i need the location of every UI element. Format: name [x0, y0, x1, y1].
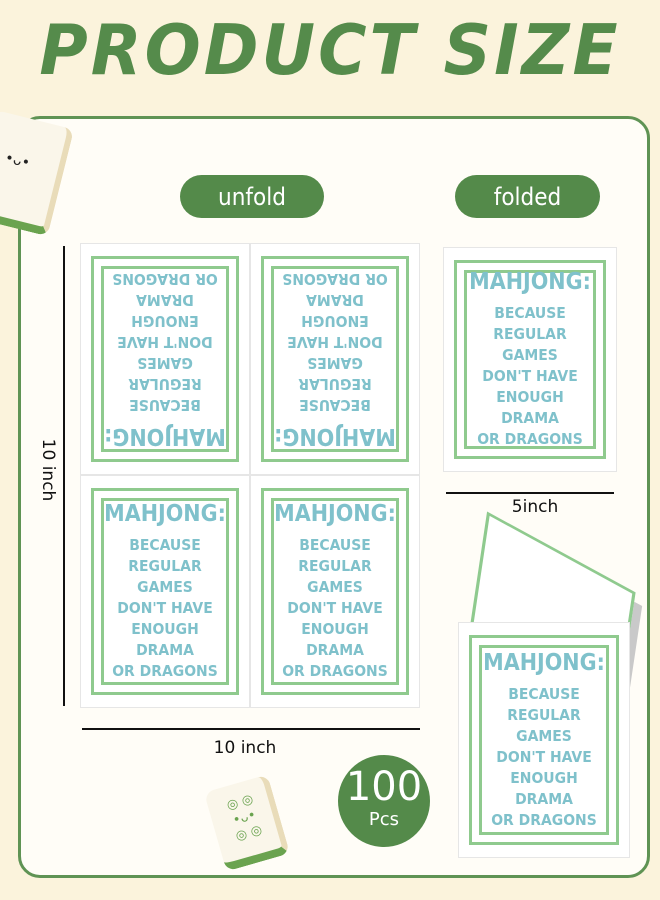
unfold-card-top-right: MAHJONG: BECAUSE REGULAR GAMES DON'T HAVE EN… [250, 243, 420, 475]
card-line: ENOUGH DRAMA [301, 620, 369, 659]
card-heading: MAHJONG: [274, 501, 396, 527]
card-inner-border: MAHJONG: BECAUSE REGULAR GAMES DON'T HAVE EN… [271, 266, 399, 452]
card-inner-border: MAHJONG: BECAUSE REGULAR GAMES DON'T HAVE EN… [101, 266, 229, 452]
card-outer-border: MAHJONG: BECAUSE REGULAR GAMES DON'T HAVE EN… [454, 260, 606, 459]
card-line: ENOUGH DRAMA [496, 388, 564, 427]
card-heading: MAHJONG: [483, 649, 605, 676]
card-line: OR DRAGONS [477, 430, 583, 448]
unfold-card-bottom-left: MAHJONG: BECAUSE REGULAR GAMES DON'T HAVE EN… [80, 475, 250, 708]
folded-label: folded [455, 175, 600, 218]
card-line: OR DRAGONS [282, 662, 388, 680]
card-line: BECAUSE [299, 536, 371, 554]
card-line: OR DRAGONS [282, 270, 388, 289]
quantity-unit: Pcs [368, 809, 400, 830]
unfold-label: unfold [180, 175, 324, 218]
card-line: DON'T HAVE [117, 599, 213, 617]
unfold-card-top-left: MAHJONG: BECAUSE REGULAR GAMES DON'T HAVE EN… [80, 243, 250, 475]
card-line: ENOUGH DRAMA [301, 291, 369, 331]
card-line: DON'T HAVE [496, 747, 592, 766]
card-heading: MAHJONG: [469, 269, 591, 295]
card-line: REGULAR GAMES [128, 557, 202, 596]
card-heading: MAHJONG: [104, 423, 226, 450]
card-inner-border: MAHJONG: BECAUSE REGULAR GAMES DON'T HAVE EN… [101, 498, 229, 685]
card-line: BECAUSE [508, 684, 580, 703]
card-outer-border: MAHJONG: BECAUSE REGULAR GAMES DON'T HAVE EN… [91, 488, 239, 695]
card-line: DON'T HAVE [117, 333, 213, 352]
height-label: 10 inch [38, 438, 58, 502]
width-label: 10 inch [213, 738, 277, 758]
card-line: REGULAR GAMES [493, 325, 567, 364]
card-line: ENOUGH DRAMA [131, 620, 199, 659]
card-line: REGULAR GAMES [507, 705, 581, 745]
card-line: REGULAR GAMES [128, 354, 202, 394]
card-line: DON'T HAVE [287, 599, 383, 617]
height-arrow [63, 246, 65, 706]
card-inner-border: MAHJONG: BECAUSE REGULAR GAMES DON'T HAVE EN… [479, 645, 609, 835]
card-line: REGULAR GAMES [298, 354, 372, 394]
folded-width-label: 5inch [511, 497, 559, 517]
card-outer-border: MAHJONG: BECAUSE REGULAR GAMES DON'T HAVE EN… [261, 256, 409, 462]
card-inner-border: MAHJONG: BECAUSE REGULAR GAMES DON'T HAVE EN… [464, 269, 596, 449]
card-outer-border: MAHJONG: BECAUSE REGULAR GAMES DON'T HAVE EN… [261, 488, 409, 695]
card-line: BECAUSE [494, 304, 566, 322]
card-line: BECAUSE [129, 396, 201, 415]
card-line: DON'T HAVE [482, 367, 578, 385]
quantity-badge: 100 Pcs [338, 755, 430, 847]
card-line: REGULAR GAMES [298, 557, 372, 596]
width-arrow [82, 728, 420, 730]
card-line: BECAUSE [129, 536, 201, 554]
card-line: DON'T HAVE [287, 333, 383, 352]
unfold-card-bottom-right: MAHJONG: BECAUSE REGULAR GAMES DON'T HAVE EN… [250, 475, 420, 708]
card-line: OR DRAGONS [112, 270, 218, 289]
card-heading: MAHJONG: [274, 423, 396, 450]
card-line: BECAUSE [299, 396, 371, 415]
page-title: PRODUCT SIZE [39, 10, 621, 91]
card-inner-border: MAHJONG: BECAUSE REGULAR GAMES DON'T HAVE EN… [271, 498, 399, 685]
card-line: OR DRAGONS [491, 810, 597, 829]
card-outer-border: MAHJONG: BECAUSE REGULAR GAMES DON'T HAVE EN… [469, 635, 619, 845]
card-line: OR DRAGONS [112, 662, 218, 680]
folded-width-arrow [446, 492, 614, 494]
card-line: ENOUGH DRAMA [510, 768, 578, 808]
stack-front-card: MAHJONG: BECAUSE REGULAR GAMES DON'T HAVE EN… [458, 622, 630, 858]
card-line: ENOUGH DRAMA [131, 291, 199, 331]
quantity-count: 100 [345, 764, 423, 810]
card-heading: MAHJONG: [104, 501, 226, 527]
card-outer-border: MAHJONG: BECAUSE REGULAR GAMES DON'T HAVE EN… [91, 256, 239, 462]
folded-card: MAHJONG: BECAUSE REGULAR GAMES DON'T HAVE EN… [443, 247, 617, 472]
